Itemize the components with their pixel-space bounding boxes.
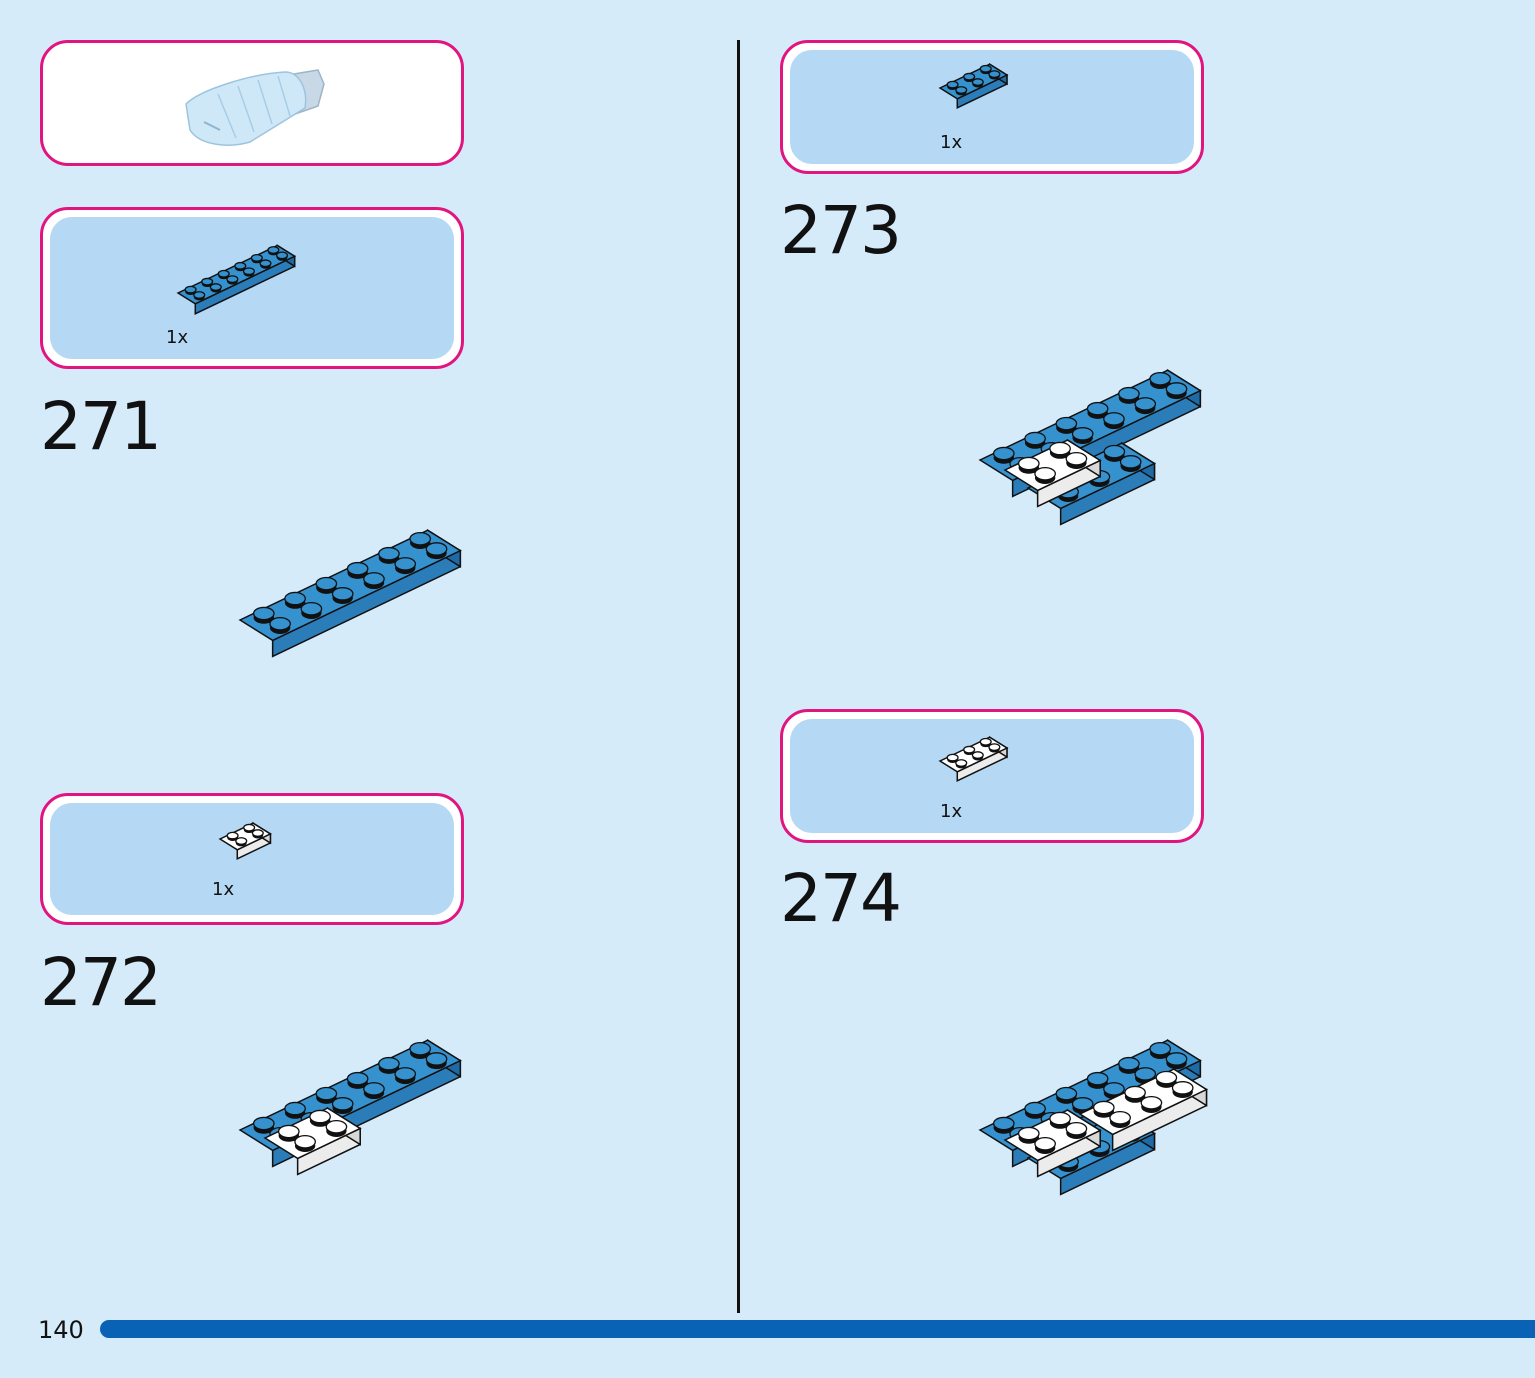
white-plate-2x2-icon [218,821,272,860]
step-274-model [978,1038,1209,1196]
blue-plate [938,62,1009,109]
step-number: 271 [40,388,162,465]
white-plate [1003,438,1102,508]
white-plate [218,821,272,860]
blue-plate-2x6-icon [176,244,297,315]
parts-callout-271: 1x [40,207,464,369]
blue-plate-2x3-icon [938,62,1009,109]
part-quantity: 1x [166,327,189,348]
page-number: 140 [38,1316,84,1344]
white-plate-2x3-icon [938,735,1009,782]
part-quantity: 1x [940,801,963,822]
part-quantity: 1x [212,879,235,900]
white-plate [938,735,1009,782]
parts-callout-272: 1x [40,793,464,925]
white-plate [1003,1108,1102,1178]
white-plate [1078,1067,1209,1152]
step-271-model [238,528,462,658]
parts-callout-274: 1x [780,709,1204,843]
subassembly-callout [40,40,464,166]
step-273-model [978,368,1202,526]
step-number: 273 [780,192,902,269]
blue-plate [238,528,462,658]
page-progress-bar [100,1320,1535,1338]
part-quantity: 1x [940,132,963,153]
white-plate [263,1106,362,1176]
cushion-part-icon [185,69,325,146]
step-number: 272 [40,944,162,1021]
blue-plate [176,244,297,315]
column-divider [737,40,740,1313]
step-272-model [238,1038,462,1176]
step-number: 274 [780,860,902,937]
parts-callout-273: 1x [780,40,1204,174]
